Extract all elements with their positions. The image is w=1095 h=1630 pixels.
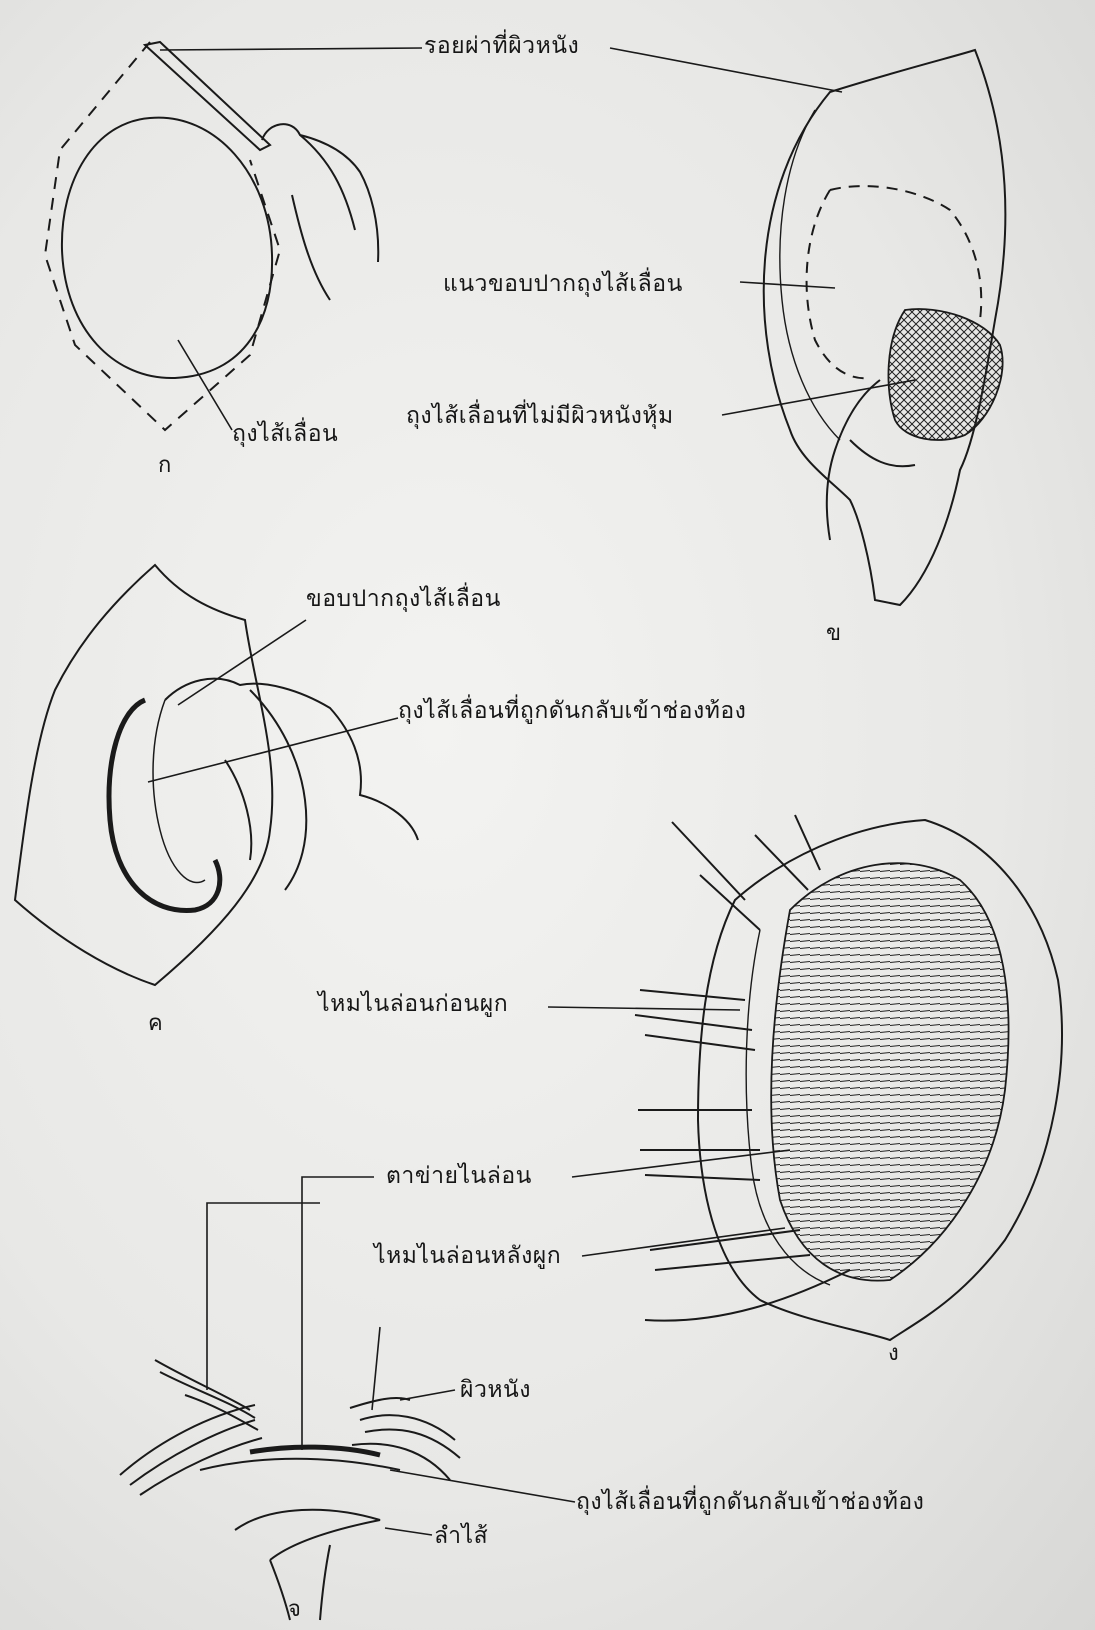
hernia-sac-outline [62, 118, 272, 378]
leader-nylon-before-tie [548, 1007, 740, 1010]
label-skin-incision: รอยผ่าที่ผิวหนัง [424, 32, 579, 60]
uncovered-sac-patch [888, 309, 1002, 440]
leader-skin-e [400, 1390, 455, 1400]
label-hernia-sac-a: ถุงไส้เลื่อน [232, 420, 338, 448]
panel-letter-a: ก [158, 452, 172, 480]
mesh-layer [250, 1447, 380, 1455]
label-sac-pushed-back-c: ถุงไส้เลื่อนที่ถูกดันกลับเข้าช่องท้อง [398, 697, 746, 725]
leader-nylon-after-e [372, 1327, 380, 1410]
sac-mouth-rim [109, 700, 220, 910]
nylon-mesh [771, 863, 1008, 1280]
panel-letter-b: ข [826, 620, 842, 648]
label-skin: ผิวหนัง [460, 1376, 531, 1404]
leader-nylon-after-tie [582, 1228, 785, 1256]
panel-letter-e: จ [288, 1596, 301, 1624]
panel-a-drawing [45, 42, 422, 430]
panel-letter-c: ค [148, 1010, 163, 1038]
leader-incision-b [610, 48, 842, 92]
leader-skin-incision [160, 48, 422, 50]
skin-layer-left [120, 1405, 262, 1495]
hand-c [165, 679, 418, 890]
label-sac-mouth-line: แนวขอบปากถุงไส้เลื่อน [443, 270, 683, 298]
leader-nylon-before-e [207, 1203, 320, 1390]
label-nylon-before-tie: ไหมไนล่อนก่อนผูก [318, 990, 508, 1018]
label-intestine: ลำไส้ [434, 1522, 488, 1550]
leader-nylon-mesh-e [302, 1177, 374, 1450]
label-sac-mouth-edge: ขอบปากถุงไส้เลื่อน [306, 585, 501, 613]
leader-hernia-sac-a [178, 340, 232, 430]
leader-sac-pushed-e [390, 1470, 575, 1502]
scalpel [145, 42, 270, 150]
leader-nylon-mesh [572, 1150, 790, 1177]
skin-layer-right [352, 1415, 460, 1480]
leader-uncovered-sac [722, 380, 915, 415]
panel-b-drawing [610, 48, 1005, 605]
panel-d-drawing [548, 815, 1062, 1340]
peritoneum-layer [200, 1459, 400, 1470]
label-sac-uncovered-skin: ถุงไส้เลื่อนที่ไม่มีผิวหนังหุ้ม [406, 402, 674, 430]
panel-letter-d: ง [888, 1340, 899, 1368]
hand-a [262, 124, 378, 300]
incision-dashed-outline [45, 42, 280, 430]
panel-c-drawing [15, 565, 418, 985]
leader-intestine [385, 1528, 432, 1535]
label-sac-pushed-back-e: ถุงไส้เลื่อนที่ถูกดันกลับเข้าช่องท้อง [576, 1488, 924, 1516]
label-nylon-after-tie: ไหมไนล่อนหลังผูก [374, 1242, 561, 1270]
intestine-loop [235, 1510, 380, 1620]
leader-sac-mouth-edge [178, 620, 306, 705]
label-nylon-mesh: ตาข่ายไนล่อน [386, 1162, 532, 1190]
leader-sac-mouth-line [740, 282, 835, 288]
